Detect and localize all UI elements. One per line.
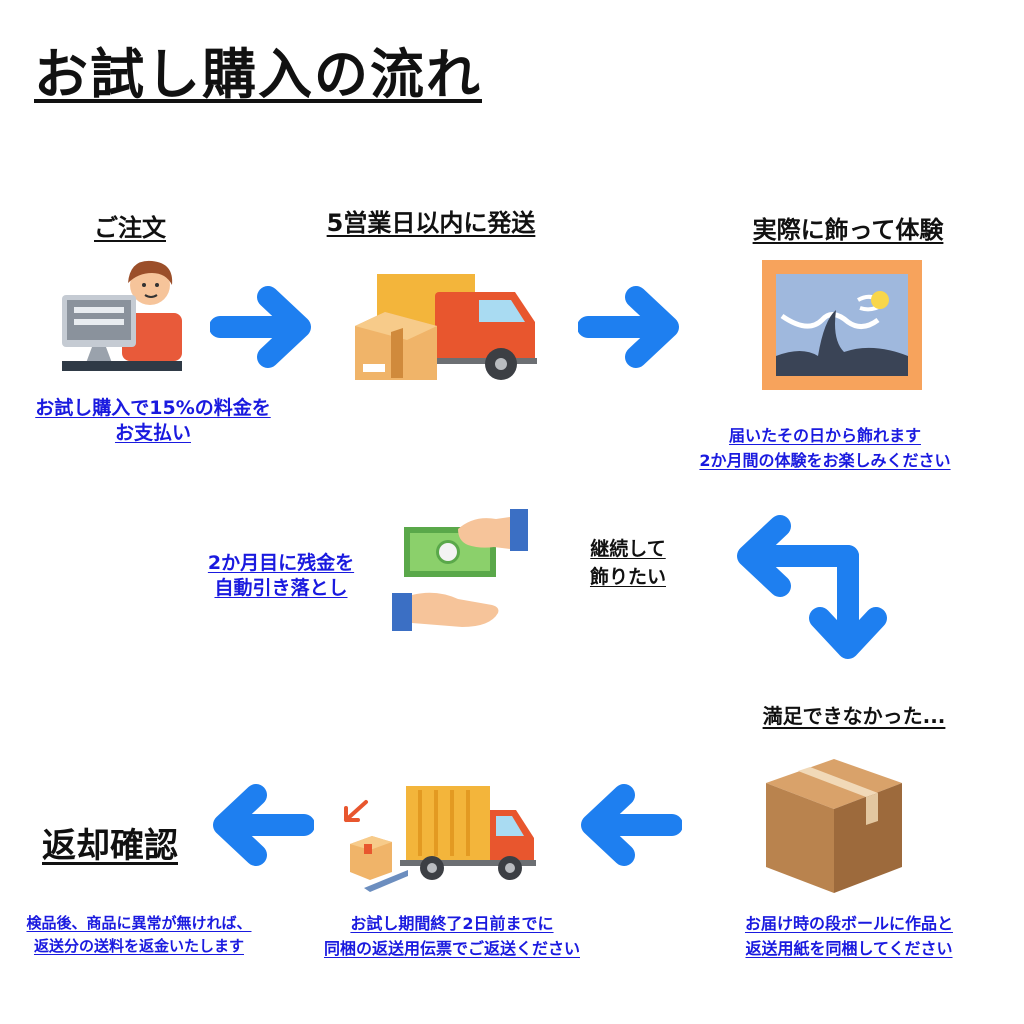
framed-painting-icon [762,260,922,390]
step-payment-note-line1: 2か月目に残金を [207,552,355,574]
step-pack-note-line2: 返送用紙を同梱してください [745,938,953,958]
step-experience-note-line2: 2か月間の体験をお楽しみください [699,450,951,470]
branch-continue-line2: 飾りたい [589,565,666,588]
left-arrow-icon-2 [213,784,314,866]
cardboard-box-icon [766,759,902,893]
branch-continue-label: 継続して 飾りたい [578,536,678,591]
right-arrow-icon-1 [210,286,311,368]
step-confirm-label: 返却確認 [42,826,178,866]
branch-continue-line1: 継続して [590,538,666,560]
step-confirm-note: 検品後、商品に異常が無ければ、 返送分の送料を返金いたします [8,912,270,959]
step-order-note-line2: お支払い [114,421,191,444]
step-order-note-line1: お試し購入で15%の料金を [35,397,271,419]
step-experience-note: 届いたその日から飾れます 2か月間の体験をお楽しみください [696,424,954,474]
step-payment-note: 2か月目に残金を 自動引き落とし [186,551,376,600]
step-order-label: ご注文 [94,214,166,242]
step-order-note: お試し購入で15%の料金を お支払い [16,396,290,445]
step-pack-note-line1: お届け時の段ボールに作品と [744,914,953,933]
step-ship-label: 5営業日以内に発送 [326,209,536,237]
step-payment-note-line2: 自動引き落とし [214,576,348,599]
person-computer-icon [62,260,182,371]
step-return-ship-note: お試し期間終了2日前までに 同梱の返送用伝票でご返送ください [314,912,590,962]
money-hands-icon [392,509,528,631]
step-experience-label: 実際に飾って体験 [752,216,944,244]
return-truck-icon [344,786,536,892]
step-experience-note-line1: 届いたその日から飾れます [728,426,921,445]
split-arrow-icon [737,515,887,659]
step-confirm-note-line2: 返送分の送料を返金いたします [33,937,244,956]
page-title: お試し購入の流れ [34,43,482,106]
step-pack-note: お届け時の段ボールに作品と 返送用紙を同梱してください [736,912,962,962]
branch-unsatisfied-label: 満足できなかった... [762,704,946,728]
step-confirm-note-line1: 検品後、商品に異常が無ければ、 [26,914,252,932]
delivery-truck-icon [355,274,537,380]
right-arrow-icon-2 [578,286,679,368]
step-return-ship-note-line2: 同梱の返送用伝票でご返送ください [323,938,580,958]
step-return-ship-note-line1: お試し期間終了2日前までに [350,914,554,933]
left-arrow-icon-1 [581,784,682,866]
